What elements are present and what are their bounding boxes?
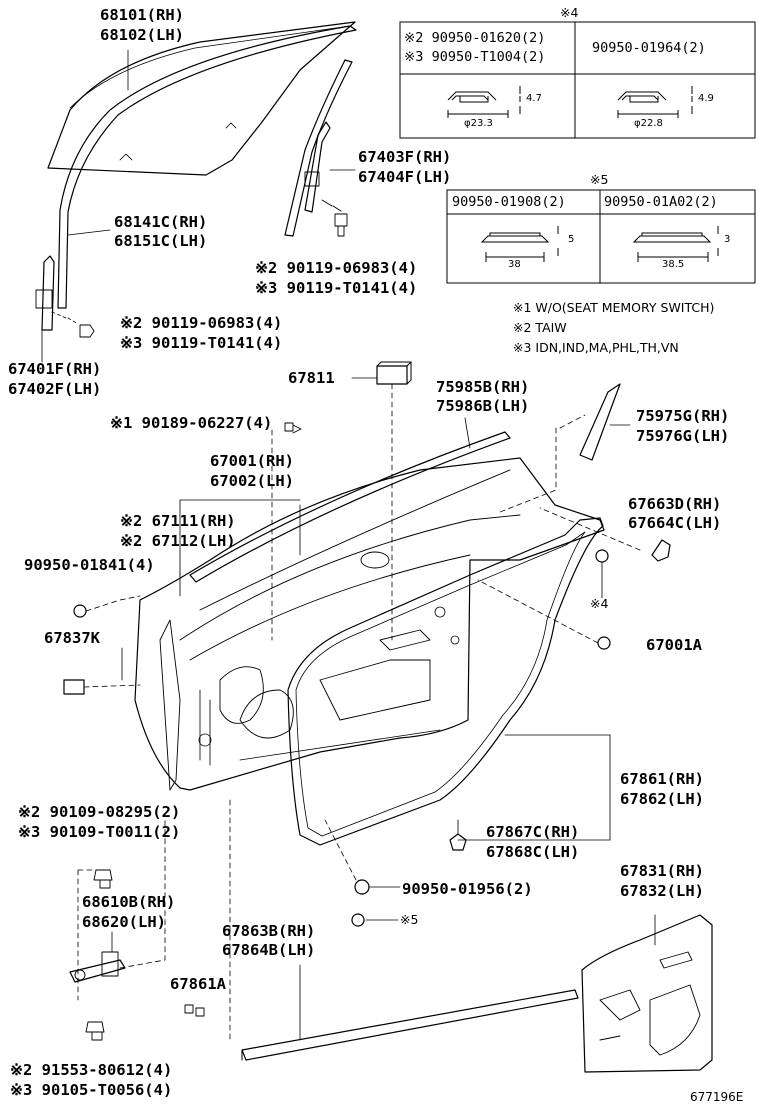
note-mark-4: ※4: [590, 596, 609, 611]
label-67864b: 67864B(LH): [222, 941, 316, 959]
label-91553: ※2 91553-80612(4): [10, 1061, 173, 1079]
label-68620: 68620(LH): [82, 913, 166, 931]
label-90119-lower-1: ※2 90119-06983(4): [120, 314, 283, 332]
label-67862: 67862(LH): [620, 790, 704, 808]
label-67863b: 67863B(RH): [222, 922, 316, 940]
legend-note-2: ※2 TAIW: [513, 320, 567, 335]
label-67868c: 67868C(LH): [486, 843, 580, 861]
door-trim-panel: [581, 914, 713, 1073]
legend-note-1: ※1 W/O(SEAT MEMORY SWITCH): [513, 300, 715, 315]
note-mark-5: ※5: [400, 912, 419, 927]
label-67837k: 67837K: [44, 629, 100, 647]
box5-right-line1: 90950-01A02(2): [604, 194, 718, 210]
door-glass: [47, 21, 356, 176]
label-75986b: 75986B(LH): [436, 397, 530, 415]
label-68141c: 68141C(RH): [114, 213, 208, 231]
box4-left-line2: ※3 90950-T1004(2): [404, 49, 546, 65]
lower-weatherstrip: [241, 989, 579, 1061]
label-67664c: 67664C(LH): [628, 514, 722, 532]
frame-garnish: [579, 383, 621, 461]
label-90189: ※1 90189-06227(4): [110, 414, 273, 432]
box4-left-line1: ※2 90950-01620(2): [404, 30, 546, 46]
label-67861a: 67861A: [170, 975, 226, 993]
box4-dim-right-d: φ22.8: [634, 118, 663, 129]
pad-67811: [376, 365, 408, 385]
label-75985b: 75985B(RH): [436, 378, 530, 396]
label-68151c: 68151C(LH): [114, 232, 208, 250]
label-68101: 68101(RH): [100, 6, 184, 24]
belt-molding: [189, 431, 511, 583]
legend-note-3: ※3 IDN,IND,MA,PHL,TH,VN: [513, 340, 679, 355]
label-90109-2: ※3 90109-T0011(2): [18, 823, 181, 841]
label-67861: 67861(RH): [620, 770, 704, 788]
label-90119-upper-2: ※3 90119-T0141(4): [255, 279, 418, 297]
label-90950-01956: 90950-01956(2): [402, 880, 533, 898]
box5-dim-left-h: 5: [568, 234, 575, 245]
label-67001a: 67001A: [646, 636, 702, 654]
door-weatherstrip: [287, 517, 604, 846]
door-check: [69, 959, 126, 983]
label-67404f: 67404F(LH): [358, 168, 452, 186]
label-67663d: 67663D(RH): [628, 495, 722, 513]
label-67402f: 67402F(LH): [8, 380, 102, 398]
window-regulator-front: [41, 255, 55, 331]
glass-run-channel: [57, 25, 357, 309]
label-67867c: 67867C(RH): [486, 823, 580, 841]
box4-dim-left-h: 4.7: [526, 93, 542, 104]
reference-code: 677196E: [690, 1090, 744, 1104]
label-90119-lower-2: ※3 90119-T0141(4): [120, 334, 283, 352]
label-90950-01841: 90950-01841(4): [24, 556, 155, 574]
box5-dim-right-h: 3: [724, 234, 731, 245]
label-90119-upper-1: ※2 90119-06983(4): [255, 259, 418, 277]
window-regulator-rear: [304, 121, 331, 213]
label-75975g: 75975G(RH): [636, 407, 730, 425]
label-68102: 68102(LH): [100, 26, 184, 44]
label-67832: 67832(LH): [620, 882, 704, 900]
label-67401f: 67401F(RH): [8, 360, 102, 378]
label-75976g: 75976G(LH): [636, 427, 730, 445]
box5-dim-left-w: 38: [508, 259, 521, 270]
box4-mark: ※4: [560, 5, 579, 20]
label-67111: ※2 67111(RH): [120, 512, 236, 530]
label-90105: ※3 90105-T0056(4): [10, 1081, 173, 1099]
label-68610b: 68610B(RH): [82, 893, 176, 911]
bracket-67663d: [651, 539, 671, 562]
box4-dim-left-d: φ23.3: [464, 118, 493, 129]
box5-dim-right-w: 38.5: [662, 259, 685, 270]
box4-dim-right-h: 4.9: [698, 93, 714, 104]
box5-left-line1: 90950-01908(2): [452, 194, 566, 210]
door-panel: [134, 457, 605, 791]
label-67001: 67001(RH): [210, 452, 294, 470]
label-90109-1: ※2 90109-08295(2): [18, 803, 181, 821]
box5-mark: ※5: [590, 172, 609, 187]
label-67811: 67811: [288, 369, 335, 387]
label-67831: 67831(RH): [620, 862, 704, 880]
label-67112: ※2 67112(LH): [120, 532, 236, 550]
box4-right-line1: 90950-01964(2): [592, 40, 706, 56]
label-67403f: 67403F(RH): [358, 148, 452, 166]
label-67002: 67002(LH): [210, 472, 294, 490]
